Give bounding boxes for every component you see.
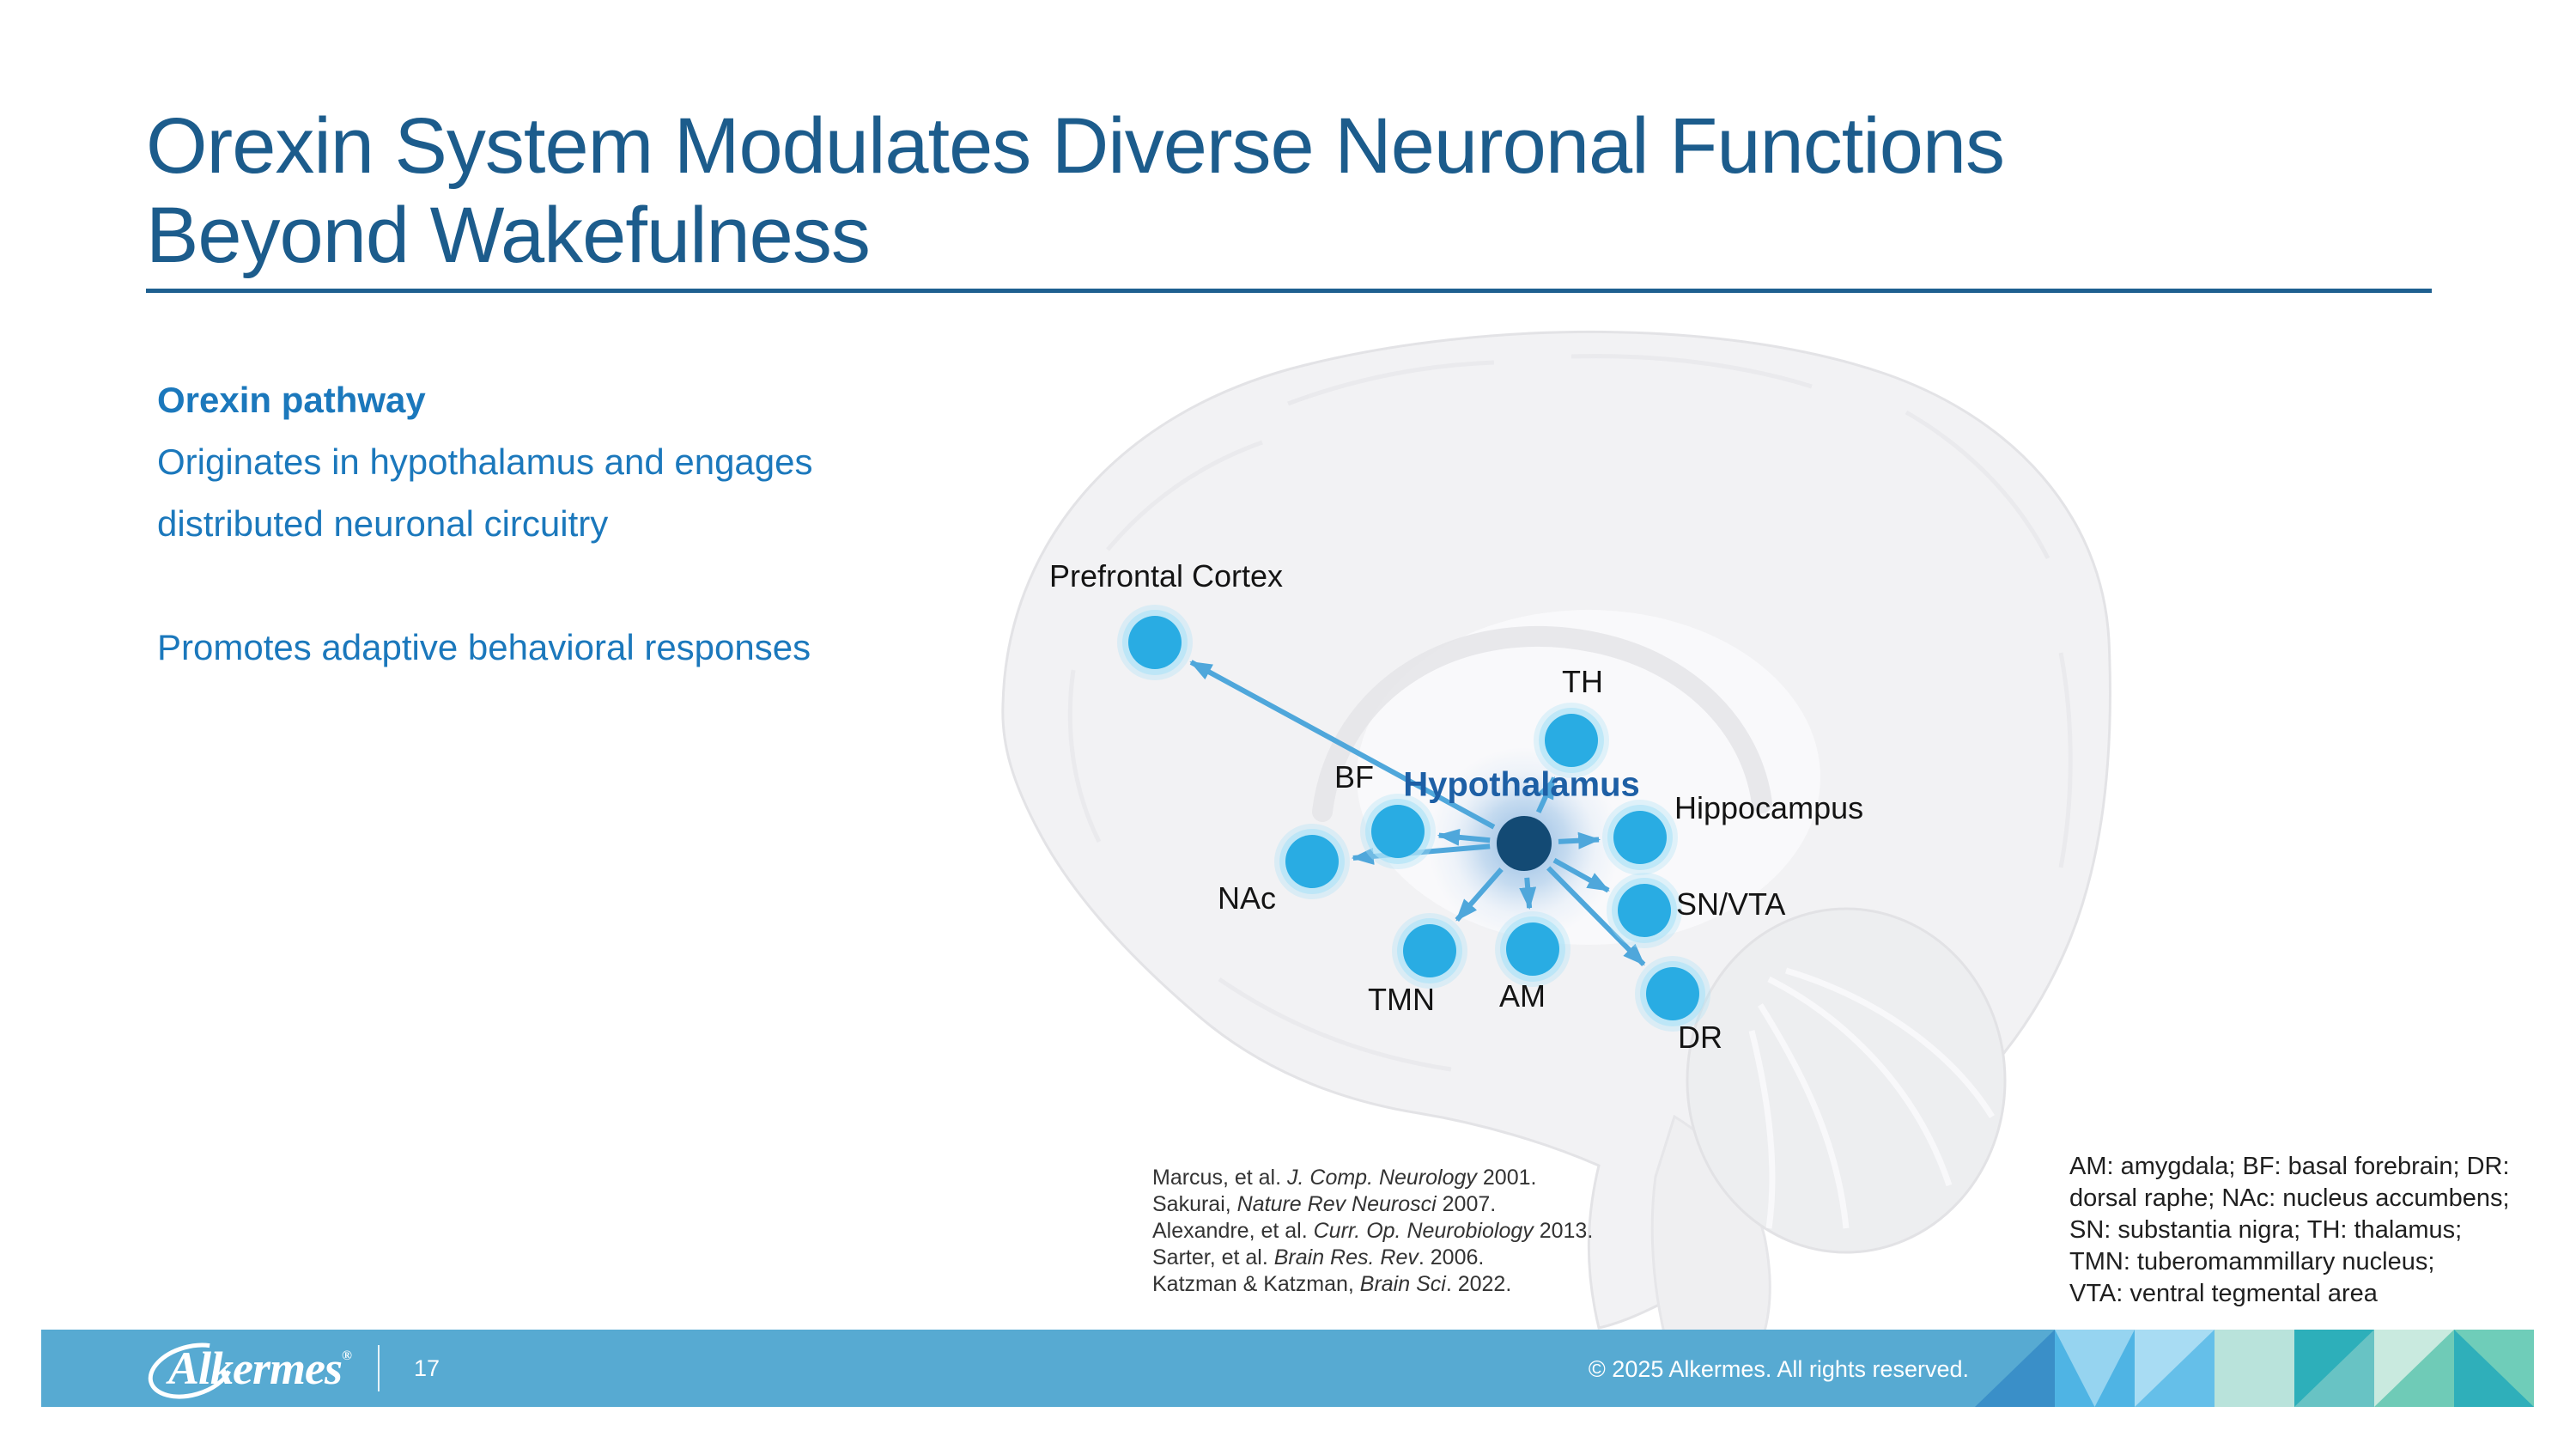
abbreviation-list: AM: amygdala; BF: basal forebrain; DR: do… [2069,1151,2533,1310]
pattern-square [2374,1330,2454,1407]
pattern-square [2215,1330,2294,1407]
node-tmn [1392,913,1467,989]
copyright-text: © 2025 Alkermes. All rights reserved. [1588,1356,1969,1382]
node-th [1534,703,1609,778]
reference-item: Sakurai, Nature Rev Neurosci 2007. [1152,1192,1497,1216]
intro-heading: Orexin pathway [157,380,426,420]
reference-item: Alexandre, et al. Curr. Op. Neurobiology… [1152,1219,1594,1243]
node-label-nac: NAc [1217,880,1277,916]
node-label-tmn: TMN [1368,982,1435,1017]
pattern-triangle [1975,1330,2055,1407]
footer-separator [378,1345,380,1391]
node-label-hipp: Hippocampus [1674,790,1864,825]
page-number: 17 [414,1355,440,1381]
hypothalamus-label: Hypothalamus [1403,765,1640,804]
node-am [1495,911,1571,987]
node-bf [1360,794,1436,869]
node-snvta [1607,873,1682,948]
pattern-triangle [2135,1330,2215,1407]
pattern-square [2135,1330,2215,1407]
node-label-snvta: SN/VTA [1676,886,1786,922]
pattern-square [2294,1330,2374,1407]
reference-item: Sarter, et al. Brain Res. Rev. 2006. [1152,1245,1485,1269]
intro-text-block: Orexin pathway Originates in hypothalamu… [157,369,1059,679]
node-label-th: TH [1562,664,1603,699]
node-label-dr: DR [1678,1020,1722,1055]
logo-swoosh-icon [148,1342,234,1399]
slide-title-line2: Beyond Wakefulness [146,192,871,279]
slide-title: Orexin System Modulates Diverse Neuronal… [146,101,2464,280]
pattern-triangle [2374,1330,2454,1407]
title-underline [146,289,2432,293]
pattern-square [2454,1330,2534,1407]
pathway-nodes [1117,605,1710,1032]
intro-paragraph-2: Promotes adaptive behavioral responses [157,627,811,667]
abbreviation-line: VTA: ventral tegmental area [2069,1280,2378,1307]
pattern-square [2055,1330,2135,1407]
abbreviation-line: AM: amygdala; BF: basal forebrain; DR: [2069,1153,2510,1180]
reference-item: Katzman & Katzman, Brain Sci. 2022. [1152,1272,1512,1296]
alkermes-logo: Alkermes® [146,1340,421,1400]
pathway-arrows [1189,660,1646,966]
abbreviation-line: SN: substantia nigra; TH: thalamus; [2069,1216,2463,1244]
node-nac [1274,824,1350,899]
registered-mark: ® [342,1349,352,1363]
node-dr [1635,956,1710,1032]
intro-paragraph-1: Originates in hypothalamus and engages d… [157,441,813,544]
node-pfc [1117,605,1193,680]
reference-item: Marcus, et al. J. Comp. Neurology 2001. [1152,1166,1537,1190]
logo-wordmark: Alkermes® [168,1342,352,1394]
slide-title-line1: Orexin System Modulates Diverse Neuronal… [146,102,2005,190]
node-hipp [1602,800,1678,875]
reference-list: Marcus, et al. J. Comp. Neurology 2001.S… [1152,1165,1593,1298]
node-label-pfc: Prefrontal Cortex [1048,558,1284,594]
abbreviation-line: TMN: tuberomammillary nucleus; [2069,1248,2435,1275]
footer-chevron-pattern [1975,1330,2534,1407]
node-hypothalamus [1497,816,1552,871]
pattern-triangle [2055,1330,2135,1407]
pattern-triangle [2294,1330,2374,1407]
pattern-triangle [2454,1330,2534,1407]
abbreviation-line: dorsal raphe; NAc: nucleus accumbens; [2069,1184,2510,1212]
node-label-am: AM [1499,978,1546,1014]
pattern-square [1975,1330,2055,1407]
node-label-bf: BF [1334,759,1375,795]
